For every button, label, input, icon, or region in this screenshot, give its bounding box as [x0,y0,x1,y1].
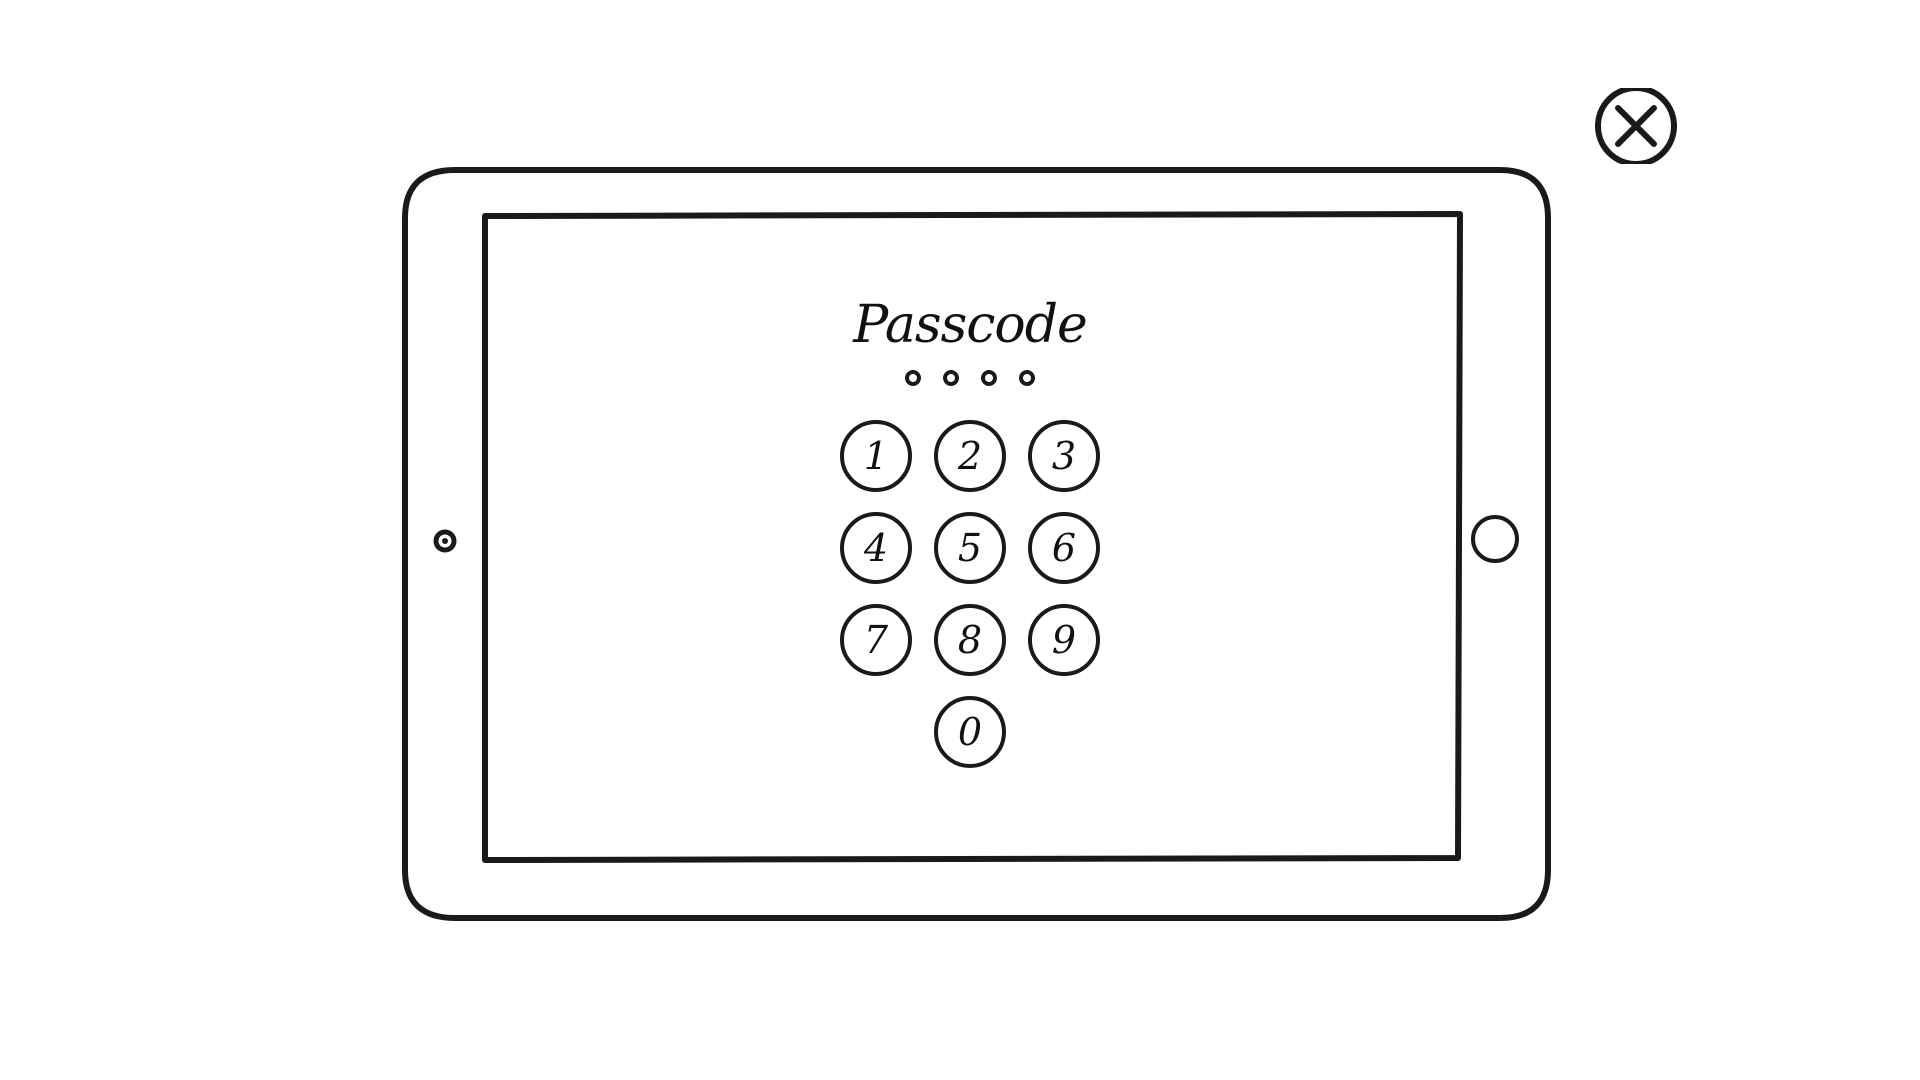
close-button[interactable] [1592,85,1680,167]
screen-border [482,211,1463,863]
key-6[interactable]: 6 [1028,512,1100,584]
key-9[interactable]: 9 [1028,604,1100,676]
key-4[interactable]: 4 [840,512,912,584]
passcode-title: Passcode [853,295,1088,355]
passcode-dot [981,370,997,386]
passcode-indicator [482,370,1458,386]
key-7[interactable]: 7 [840,604,912,676]
key-3[interactable]: 3 [1028,420,1100,492]
key-2[interactable]: 2 [934,420,1006,492]
camera-dot-icon [433,529,457,553]
passcode-dot [1019,370,1035,386]
home-button[interactable] [1468,512,1522,566]
close-icon [1595,85,1677,167]
passcode-dot [943,370,959,386]
passcode-dot [905,370,921,386]
tablet-body [402,167,1551,921]
camera-icon [430,526,460,556]
key-1[interactable]: 1 [840,420,912,492]
key-0[interactable]: 0 [934,696,1006,768]
key-8[interactable]: 8 [934,604,1006,676]
tablet-screen: Passcode 1 2 3 4 5 6 7 8 9 0 [482,213,1458,857]
home-button-icon [1471,515,1519,563]
key-5[interactable]: 5 [934,512,1006,584]
numeric-keypad: 1 2 3 4 5 6 7 8 9 0 [840,420,1100,800]
